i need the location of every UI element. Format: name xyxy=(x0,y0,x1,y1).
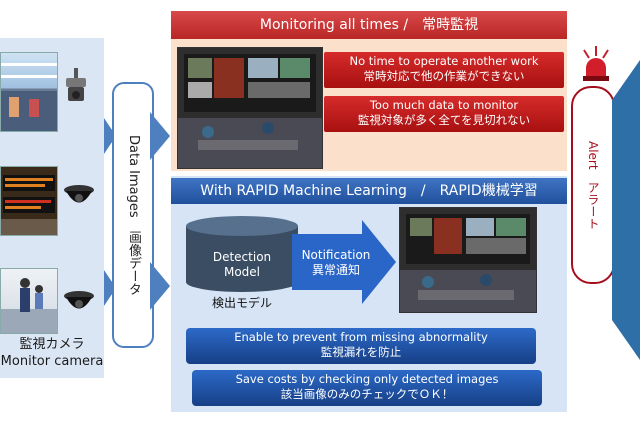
benefit-save-costs-jp: 該当画像のみのチェックでＯＫ！ xyxy=(280,387,454,401)
benefit-save-costs-en: Save costs by checking only detected ima… xyxy=(235,372,499,386)
notification-en: Notification xyxy=(301,248,371,262)
store-scene-icon xyxy=(1,278,57,333)
issue-no-time-en: No time to operate another work xyxy=(349,54,539,68)
benefit-bar-save-costs: Save costs by checking only detected ima… xyxy=(192,370,542,406)
dome-camera-icon xyxy=(64,291,94,309)
camera-image-airport xyxy=(0,52,58,132)
monitoring-header: Monitoring all times / 常時監視 xyxy=(171,11,567,39)
notification-label: Notification 異常通知 xyxy=(296,248,376,278)
camera-label-en: Monitor camera xyxy=(0,354,104,369)
detection-model-caption: 検出モデル xyxy=(211,296,272,310)
data-images-label: Data Images 画像データ xyxy=(126,134,141,296)
benefit-prevent-missing-en: Enable to prevent from missing abnormali… xyxy=(234,330,488,344)
arrow-right-icon xyxy=(104,118,116,154)
station-board-icon xyxy=(1,175,57,235)
control-room-image xyxy=(399,207,537,313)
detection-model-line2: Model xyxy=(223,265,261,279)
notification-arrow-icon xyxy=(292,220,396,304)
benefit-prevent-missing-jp: 監視漏れを防止 xyxy=(320,345,402,359)
bullet-camera-icon xyxy=(66,68,86,101)
database-icon xyxy=(186,216,298,292)
benefit-bar-prevent-missing: Enable to prevent from missing abnormali… xyxy=(186,328,536,364)
detection-model-line1: Detection xyxy=(212,250,272,264)
alert-pill: Alert アラート xyxy=(571,86,615,284)
issue-too-much-data-en: Too much data to monitor xyxy=(369,98,519,112)
data-images-pill: Data Images 画像データ xyxy=(112,82,154,348)
camera-label-jp: 監視カメラ xyxy=(19,337,85,352)
camera-label: 監視カメラ Monitor camera xyxy=(0,336,104,370)
machine-learning-header: With RAPID Machine Learning / RAPID機械学習 xyxy=(171,178,567,204)
issue-bar-no-time: No time to operate another work 常時対応で他の作… xyxy=(324,52,564,88)
camera-image-station xyxy=(0,166,58,236)
issue-no-time-jp: 常時対応で他の作業ができない xyxy=(363,69,525,83)
issue-too-much-data-jp: 監視対象が多く全てを見切れない xyxy=(357,113,531,127)
camera-panel: 監視カメラ Monitor camera xyxy=(0,38,104,378)
camera-image-store xyxy=(0,268,58,334)
airport-scene-icon xyxy=(1,63,57,131)
arrow-right-icon xyxy=(150,262,170,310)
arrow-right-icon xyxy=(104,270,116,306)
control-room-image xyxy=(177,47,323,169)
alert-label: Alert アラート xyxy=(586,140,600,230)
detection-model-label: Detection Model xyxy=(184,250,300,280)
control-room-scene-icon xyxy=(178,48,322,168)
big-arrow-right-icon xyxy=(612,60,640,360)
arrow-right-icon xyxy=(150,112,170,160)
notification-jp: 異常通知 xyxy=(311,263,360,277)
dome-camera-icon xyxy=(64,185,94,203)
control-room-scene-icon xyxy=(400,208,536,312)
issue-bar-too-much-data: Too much data to monitor 監視対象が多く全てを見切れない xyxy=(324,96,564,132)
alarm-light-icon xyxy=(583,46,609,81)
